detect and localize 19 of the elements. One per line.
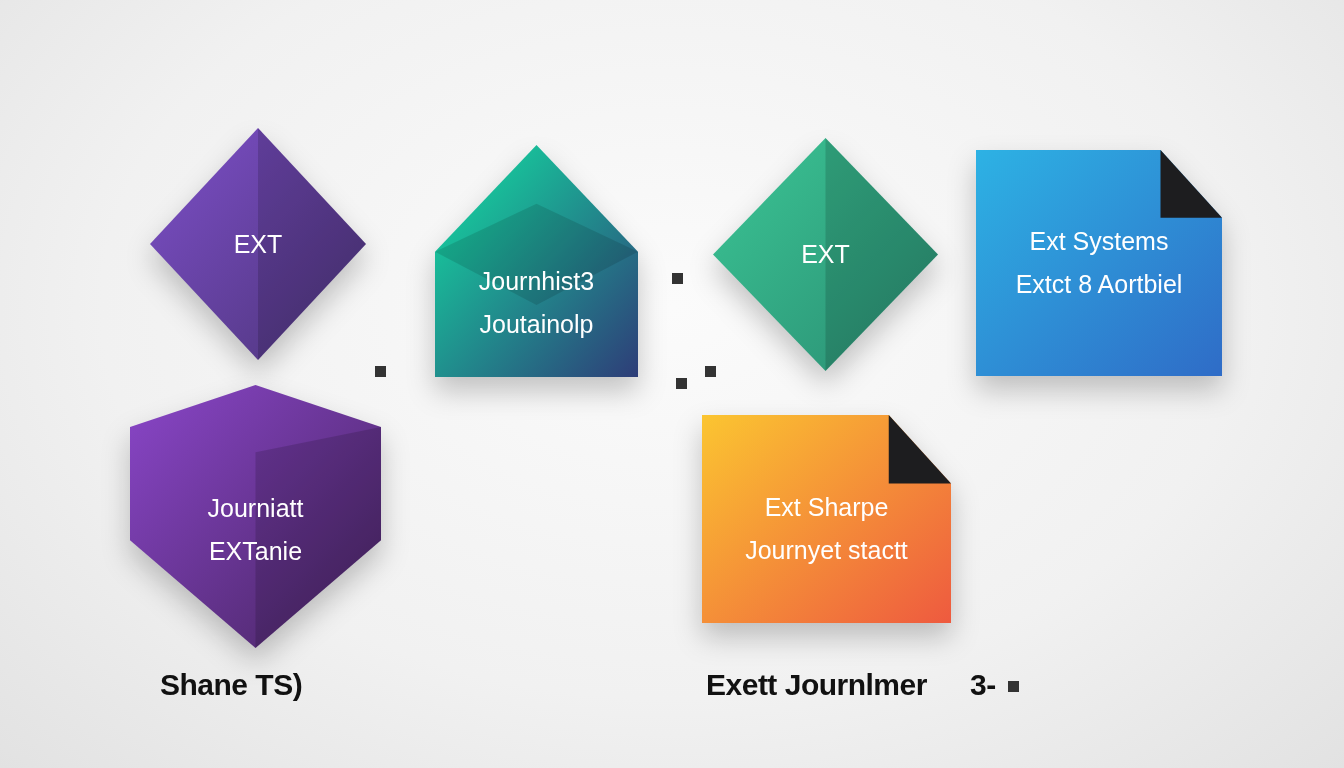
node-text: Journyet stactt — [745, 536, 908, 566]
diamond-node — [713, 138, 938, 371]
document-node — [976, 150, 1222, 376]
node-text: EXTanie — [208, 536, 303, 566]
node-text: EXT — [233, 229, 283, 259]
node-text: Journiatt — [207, 493, 304, 523]
node-text: Ext Systems — [1029, 227, 1169, 256]
caption-text: Exett Journlmer — [706, 668, 927, 702]
node-text: Joutainolp — [479, 309, 594, 339]
node-text: EXT — [801, 240, 850, 269]
node-text: Extct 8 Aortbiel — [1015, 270, 1183, 299]
caption-text: Shane TS) — [160, 668, 303, 702]
diamond-node — [150, 128, 366, 360]
caption-text: 3- — [970, 668, 996, 702]
document-node — [702, 415, 951, 623]
pentagon-node — [130, 385, 381, 648]
envelope-node — [435, 145, 638, 377]
node-text: Ext Sharpe — [764, 493, 889, 523]
node-text: Journhist3 — [478, 266, 595, 296]
